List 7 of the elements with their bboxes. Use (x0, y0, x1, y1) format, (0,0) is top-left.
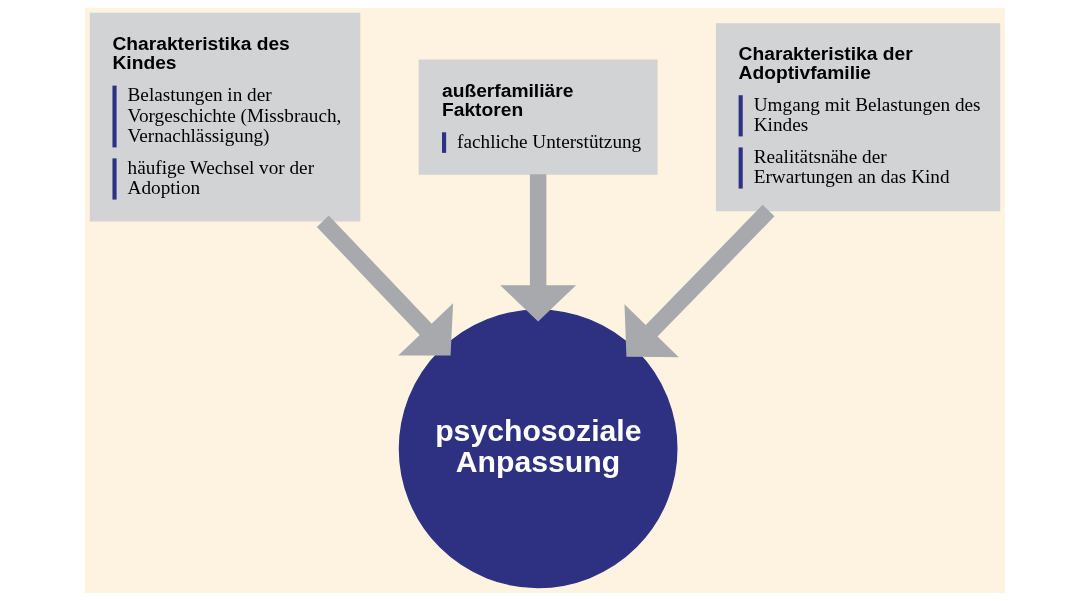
arrow (499, 174, 576, 322)
node-box: außerfamiliäre Faktoren fachliche Unterstützung (418, 59, 658, 175)
node-circle: psychosoziale Anpassung (398, 309, 677, 589)
arrow (623, 204, 774, 358)
node-box: Charakteristika des Kindes Belastungen in der Vorgeschichte (Missbrauch, Vernachlässigung) häufige Wechsel vor der Adoption (89, 12, 360, 222)
node-box: Charakteristika der Adoptivfamilie Umgang mit Belastungen des Kindes Realitätsnähe der Erwartungen an das Kind (715, 23, 1000, 212)
arrow (316, 215, 453, 356)
